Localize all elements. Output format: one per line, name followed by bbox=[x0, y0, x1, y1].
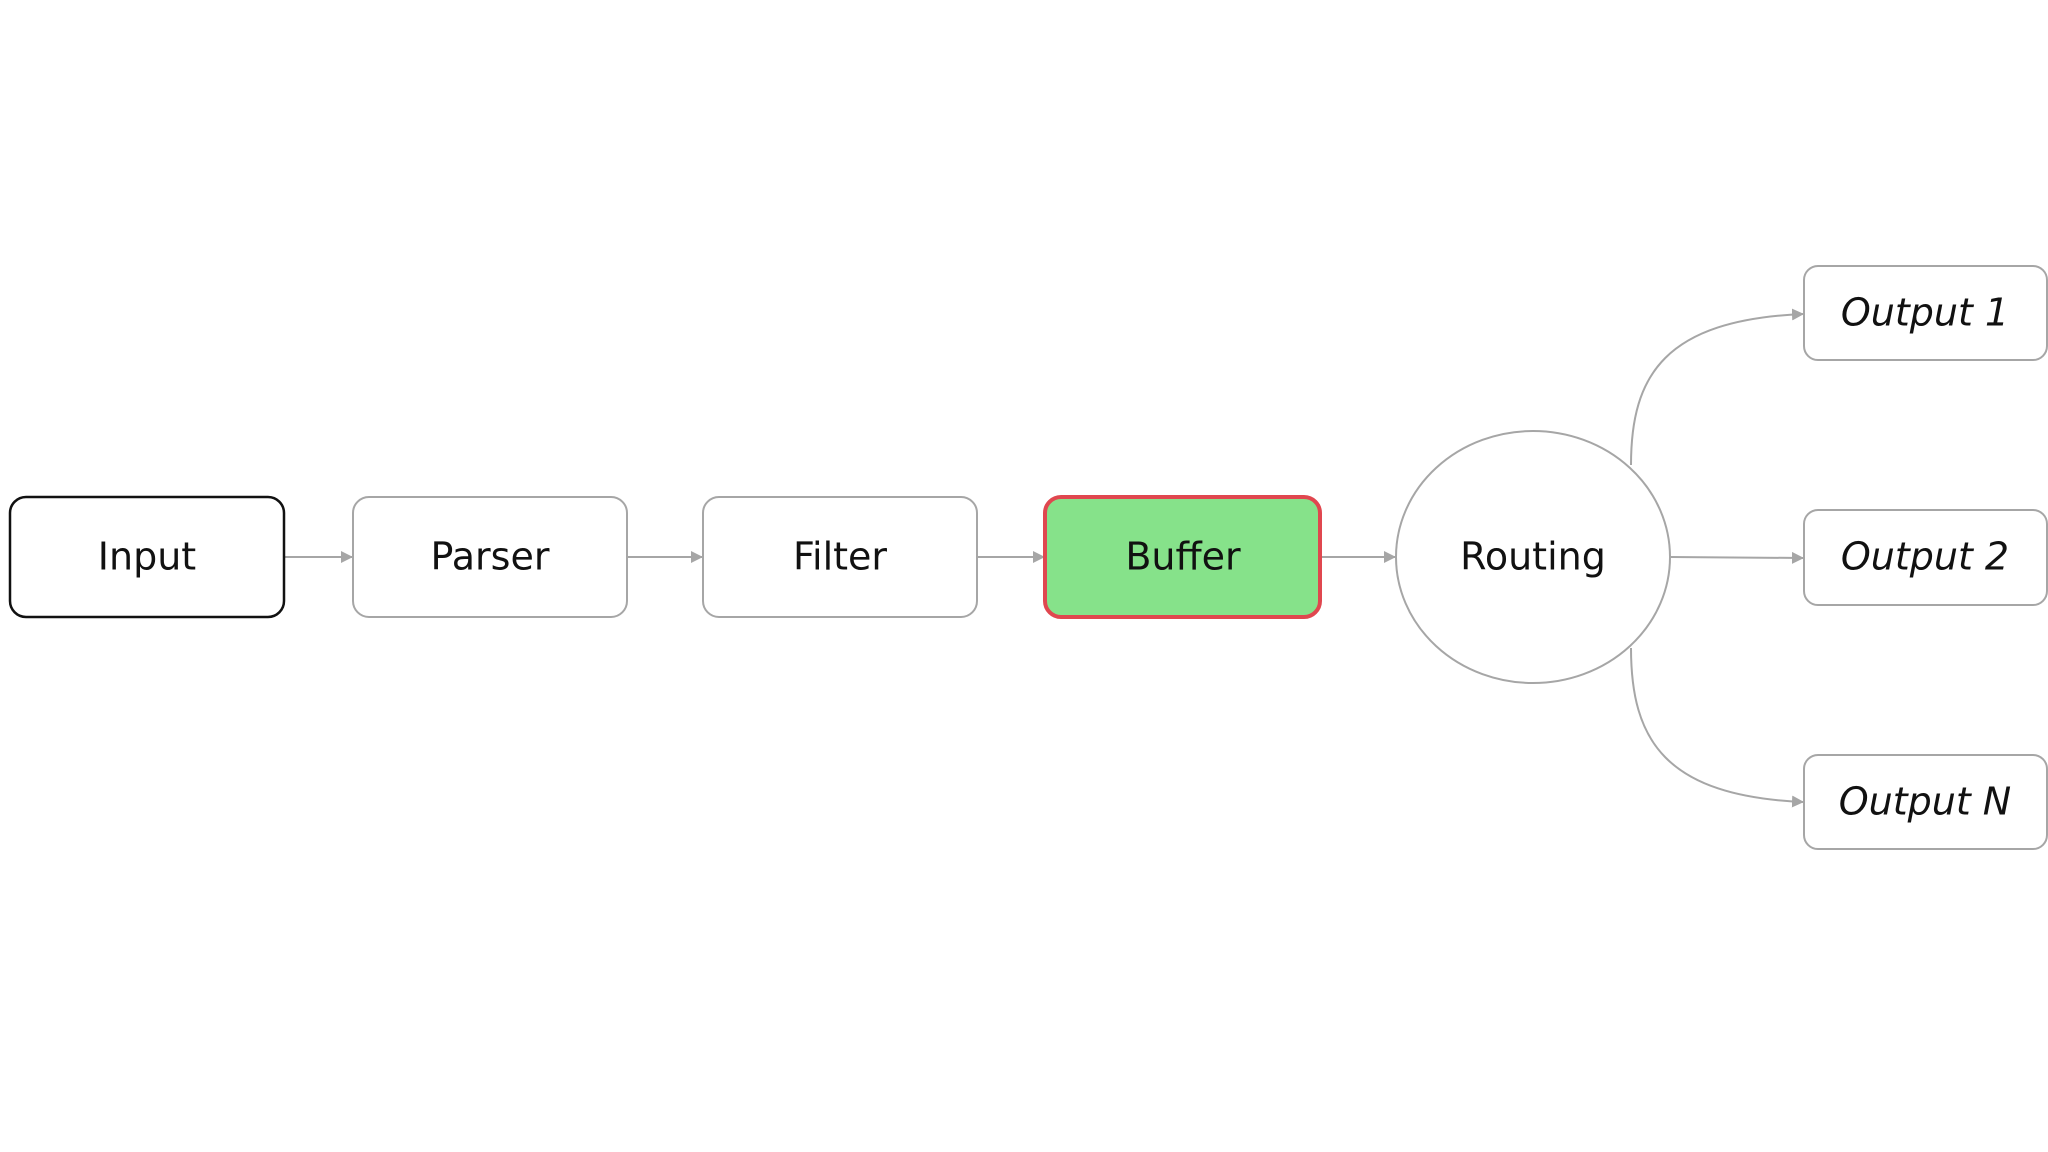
node-routing[interactable]: Routing bbox=[1395, 430, 1671, 684]
node-parser[interactable]: Parser bbox=[352, 496, 628, 618]
node-filter[interactable]: Filter bbox=[702, 496, 978, 618]
edges bbox=[284, 308, 1804, 808]
node-routing-label: Routing bbox=[1460, 535, 1606, 579]
edge-routing-outputN bbox=[1630, 647, 1804, 808]
node-input-label: Input bbox=[98, 535, 196, 579]
edge-routing-output1 bbox=[1630, 308, 1804, 466]
node-output-2[interactable]: Output 2 bbox=[1803, 509, 2048, 606]
node-parser-label: Parser bbox=[431, 535, 550, 579]
node-output-n-label: Output N bbox=[1839, 780, 2012, 824]
node-output-1-label: Output 1 bbox=[1841, 291, 2009, 335]
node-buffer-label: Buffer bbox=[1125, 535, 1241, 579]
node-output-2-label: Output 2 bbox=[1841, 535, 2009, 579]
node-filter-label: Filter bbox=[793, 535, 887, 579]
node-input[interactable]: Input bbox=[8, 495, 286, 619]
node-output-1[interactable]: Output 1 bbox=[1803, 265, 2048, 361]
edge-routing-output2 bbox=[1669, 551, 1804, 564]
node-buffer[interactable]: Buffer bbox=[1043, 495, 1322, 619]
node-output-n[interactable]: Output N bbox=[1803, 754, 2048, 850]
